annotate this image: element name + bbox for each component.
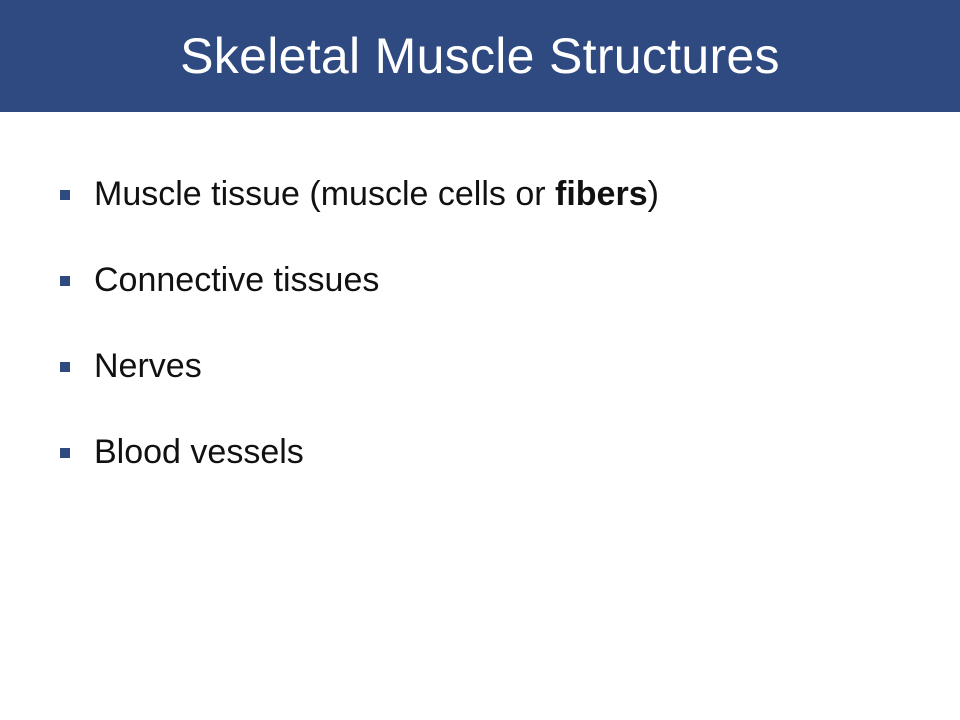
bullet-item-nerves: Nerves: [60, 338, 659, 394]
bullet-item-blood-vessels: Blood vessels: [60, 424, 659, 480]
bullet-item-connective-tissues: Connective tissues: [60, 252, 659, 308]
square-bullet-icon: [60, 190, 70, 200]
bullet-list: Muscle tissue (muscle cells or fibers) C…: [60, 166, 659, 510]
bullet-text-after: ): [647, 174, 659, 213]
bullet-text: Nerves: [94, 346, 202, 385]
bullet-text-bold: fibers: [555, 174, 648, 213]
bullet-text: Connective tissues: [94, 260, 380, 299]
bullet-text: Muscle tissue (muscle cells or fibers): [94, 175, 659, 214]
title-bar: Skeletal Muscle Structures: [0, 0, 960, 112]
slide-title: Skeletal Muscle Structures: [180, 28, 780, 84]
square-bullet-icon: [60, 448, 70, 458]
square-bullet-icon: [60, 276, 70, 286]
bullet-text-before: Muscle tissue (muscle cells or: [94, 174, 556, 213]
bullet-text: Blood vessels: [94, 432, 304, 471]
bullet-item-muscle-tissue: Muscle tissue (muscle cells or fibers): [60, 166, 659, 222]
square-bullet-icon: [60, 362, 70, 372]
